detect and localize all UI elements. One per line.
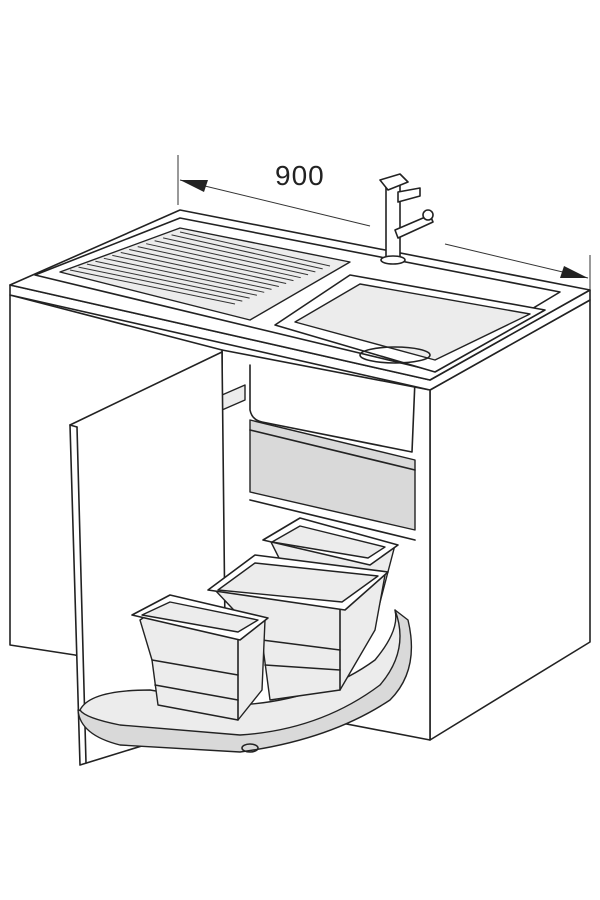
drainboard-groove <box>86 263 250 299</box>
waste-bin-front <box>131 594 269 721</box>
faucet <box>379 173 434 265</box>
drainboard-groove <box>154 240 309 276</box>
drainboard-groove <box>78 266 243 302</box>
drainboard-groove <box>171 234 323 270</box>
dimension-line <box>177 155 591 300</box>
drainboard-groove <box>103 257 265 293</box>
arrow-right-icon <box>560 266 588 278</box>
drainboard-groove <box>95 260 258 296</box>
waste-bin-middle <box>207 554 389 701</box>
drainboard-groove <box>146 243 301 279</box>
drainboard <box>59 227 351 321</box>
drainboard-groove <box>179 231 331 267</box>
arrow-left-icon <box>180 180 208 192</box>
drainboard-groove <box>137 246 294 282</box>
rail-panel <box>249 419 416 531</box>
countertop <box>9 209 591 391</box>
drainboard-groove <box>162 237 316 273</box>
width-dimension-label: 900 <box>275 160 325 191</box>
drainboard-groove <box>112 254 272 290</box>
drainboard-groove <box>120 251 279 287</box>
drainboard-groove <box>69 269 236 305</box>
drainboard-grooves <box>69 231 331 305</box>
drainboard-groove <box>129 249 287 285</box>
